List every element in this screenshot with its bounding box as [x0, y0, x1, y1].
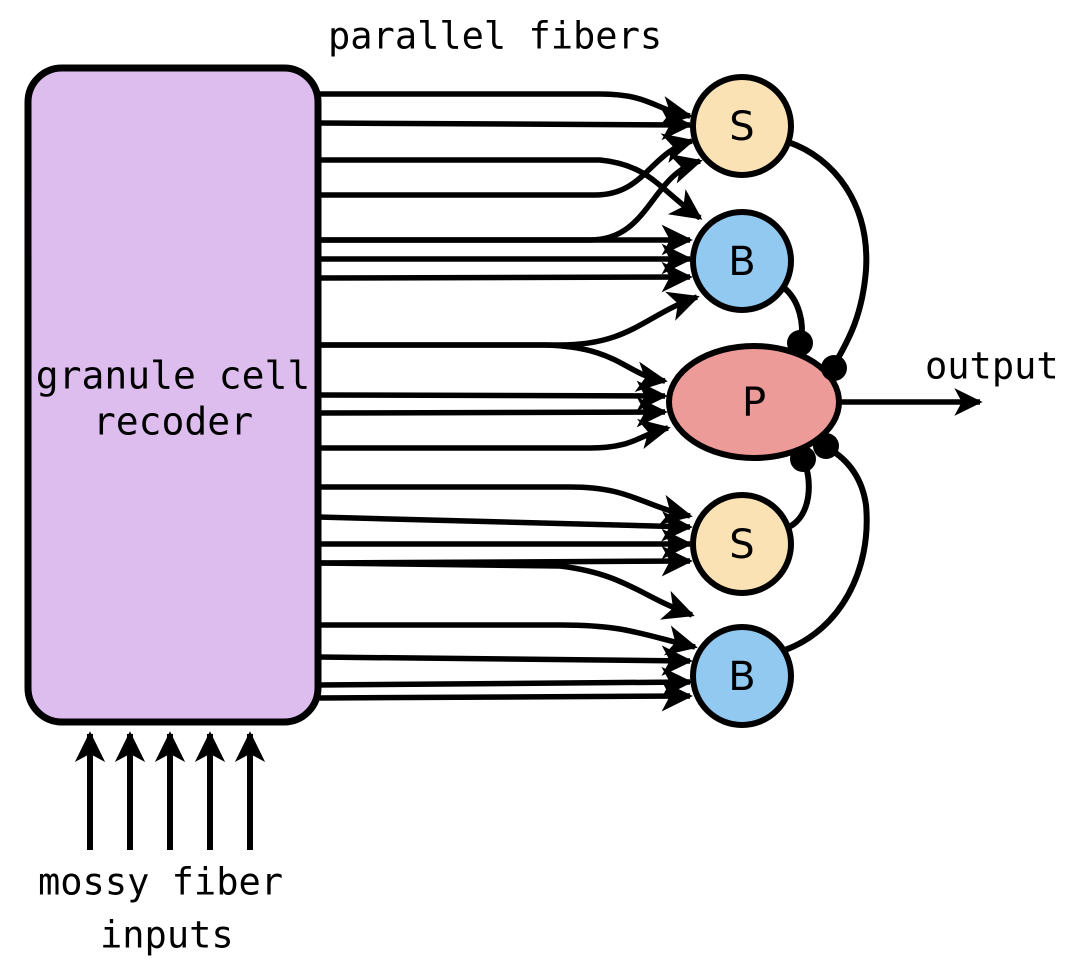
parallel-fiber — [317, 560, 695, 620]
purkinje-label: P — [742, 380, 766, 426]
recoder-label-line2: recoder — [93, 400, 253, 444]
parallel-fiber — [318, 291, 700, 348]
recoder-label-line1: granule cell — [36, 354, 311, 398]
parallel-fiber — [317, 380, 668, 412]
parallel-fiber — [317, 510, 693, 542]
cell-purkinje[interactable]: P — [666, 343, 842, 461]
cell-stellate-bottom[interactable]: S — [690, 492, 794, 596]
parallel-fiber — [317, 666, 693, 698]
parallel-fiber — [317, 396, 668, 428]
cell-stellate-top[interactable]: S — [690, 74, 794, 178]
parallel-fibers-label: parallel fibers — [328, 15, 662, 58]
synapse-dot-basket-top — [787, 330, 813, 356]
stellate-bottom-label: S — [729, 522, 754, 568]
basket-top-label: B — [728, 239, 755, 285]
axon-basket-bottom-to-purkinje — [782, 445, 870, 653]
granule-cell-recoder-box: granule cell recoder — [24, 64, 322, 726]
mossy-fiber-group — [74, 731, 266, 850]
output-axon-group: output — [800, 345, 1059, 416]
parallel-fiber — [317, 261, 693, 293]
stellate-top-label: S — [729, 104, 754, 150]
cell-group: S B P S B — [666, 74, 842, 728]
parallel-fiber — [318, 622, 698, 656]
purkinje-soma[interactable] — [666, 343, 842, 461]
parallel-fiber-group — [317, 91, 703, 712]
parallel-fiber — [318, 342, 668, 392]
cell-basket-top[interactable]: B — [690, 209, 794, 313]
parallel-fiber — [317, 680, 693, 712]
stellate-bottom-soma[interactable] — [690, 492, 794, 596]
parallel-fiber — [318, 91, 693, 127]
parallel-fiber — [318, 157, 703, 221]
basket-top-soma[interactable] — [690, 209, 794, 313]
basket-bottom-soma[interactable] — [690, 624, 794, 728]
basket-bottom-label: B — [728, 654, 755, 700]
parallel-fiber — [317, 109, 693, 141]
parallel-fiber — [317, 645, 693, 677]
parallel-fiber — [318, 484, 693, 525]
synapse-dot-stellate-top — [821, 355, 847, 381]
mossy-fiber-label-line1: mossy fiber — [38, 861, 283, 904]
stellate-top-soma[interactable] — [690, 74, 794, 178]
synapse-dot-basket-bottom — [813, 433, 839, 459]
synapse-dot-stellate-bottom — [790, 446, 816, 472]
mossy-fiber-label-line2: inputs — [100, 914, 234, 957]
output-label: output — [925, 345, 1059, 388]
cell-basket-bottom[interactable]: B — [690, 624, 794, 728]
parallel-fiber — [318, 418, 671, 451]
inhibitory-synapse-group — [787, 330, 847, 472]
axon-stellate-top-to-purkinje — [785, 139, 870, 365]
